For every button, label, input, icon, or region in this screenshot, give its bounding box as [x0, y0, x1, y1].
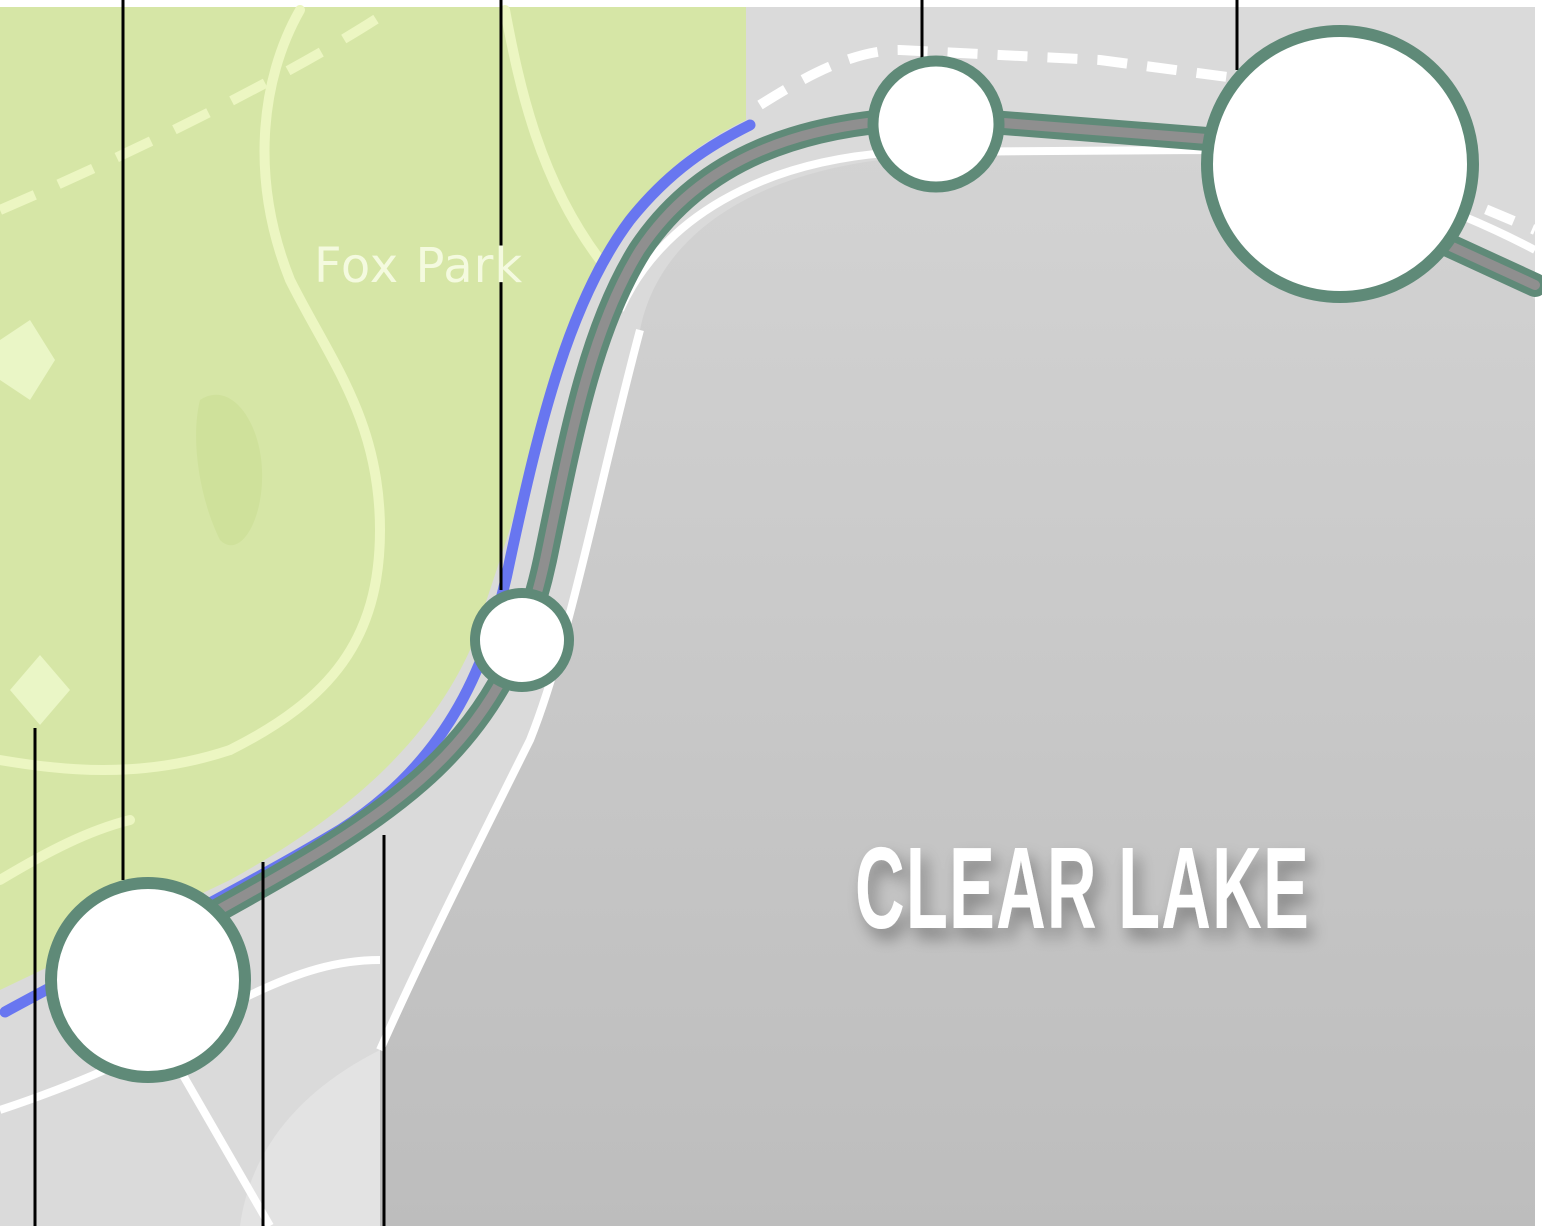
station-marker-icon[interactable]: [867, 55, 1005, 193]
road-top-dashed: [757, 44, 1251, 110]
park-area: [0, 7, 746, 990]
map-right-border: [1535, 0, 1542, 1226]
station-marker-icon[interactable]: [470, 588, 574, 692]
route-secondary-line[interactable]: [138, 105, 1542, 962]
lake-water: [380, 150, 1535, 1226]
road-shoreline: [376, 328, 644, 1052]
park-paths: [0, 5, 605, 885]
station-markers[interactable]: [45, 25, 1479, 1083]
park-pond: [196, 394, 263, 546]
terminal-marker-icon[interactable]: [45, 877, 251, 1083]
park-trail-dashed: [0, 5, 393, 215]
shore-detail: [240, 1050, 380, 1226]
park-field-1: [0, 320, 55, 400]
map-top-border: [0, 0, 1542, 7]
leader-lines: [33, 0, 1239, 1226]
park-label: Fox Park: [314, 238, 523, 294]
terminal-marker-icon[interactable]: [1201, 25, 1479, 303]
lake-label: CLEAR LAKE: [855, 823, 1310, 953]
road-south: [176, 1068, 274, 1226]
park-field-2: [10, 655, 70, 725]
